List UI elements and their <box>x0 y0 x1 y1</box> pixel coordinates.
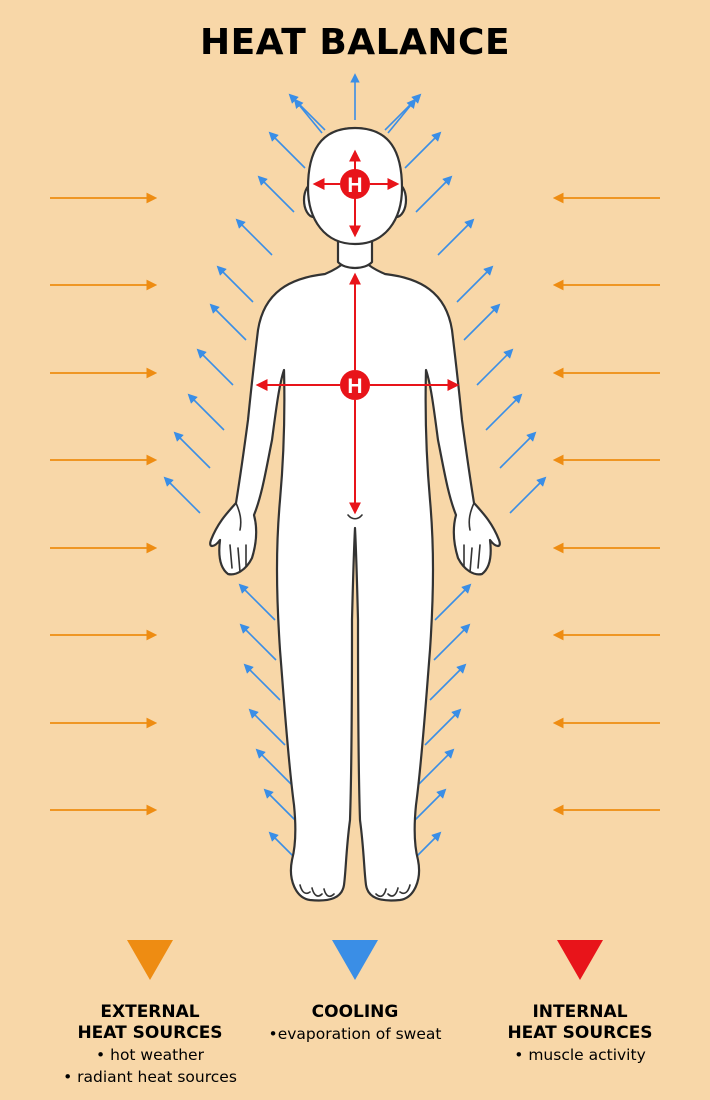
cooling-arrow-left-14 <box>257 750 292 785</box>
cooling-arrow-right-6 <box>477 350 512 385</box>
cooling-arrow-right-10 <box>435 585 470 620</box>
cooling-arrow-right-2 <box>416 177 451 212</box>
cooling-arrow-left-3 <box>237 220 272 255</box>
cooling-arrow-left-9 <box>165 478 200 513</box>
cooling-arrow-left-13 <box>250 710 285 745</box>
cooling-arrow-left-7 <box>189 395 224 430</box>
cooling-arrow-left-1 <box>270 133 305 168</box>
cooling-arrow-right-3 <box>438 220 473 255</box>
cooling-arrow-right-14 <box>418 750 453 785</box>
cooling-arrow-left-4 <box>218 267 253 302</box>
legend-cooling: COOLING •evaporation of sweat <box>265 940 445 1045</box>
legend-external: EXTERNAL HEAT SOURCES • hot weather • ra… <box>55 940 245 1088</box>
human-body <box>210 128 500 900</box>
cooling-arrow-right-4 <box>457 267 492 302</box>
legend-internal-item-1: • muscle activity <box>490 1044 670 1066</box>
cooling-arrow-right-1 <box>405 133 440 168</box>
torso-heat-core: H <box>340 370 370 400</box>
legend-internal-heading: INTERNAL HEAT SOURCES <box>490 1002 670 1044</box>
cooling-triangle-icon <box>332 940 378 980</box>
legend-cooling-item-1: •evaporation of sweat <box>265 1023 445 1045</box>
cooling-arrow-right-13 <box>425 710 460 745</box>
legend-external-item-1: • hot weather <box>55 1044 245 1066</box>
head-heat-core: H <box>340 169 370 199</box>
cooling-arrow-left-2 <box>259 177 294 212</box>
cooling-arrow-left-11 <box>241 625 276 660</box>
cooling-arrow-left-10 <box>240 585 275 620</box>
legend-external-item-2: • radiant heat sources <box>55 1066 245 1088</box>
legend-external-heading: EXTERNAL HEAT SOURCES <box>55 1002 245 1044</box>
head-core-label: H <box>347 174 362 197</box>
cooling-arrow-top-left <box>295 100 322 133</box>
cooling-arrow-right-12 <box>430 665 465 700</box>
cooling-arrow-left-12 <box>245 665 280 700</box>
cooling-arrow-right-9 <box>510 478 545 513</box>
cooling-arrow-top-right <box>388 100 415 133</box>
cooling-arrow-right-11 <box>434 625 469 660</box>
internal-triangle-icon <box>557 940 603 980</box>
cooling-arrow-left-8 <box>175 433 210 468</box>
legend-cooling-heading: COOLING <box>265 1002 445 1023</box>
external-triangle-icon <box>127 940 173 980</box>
legend-internal: INTERNAL HEAT SOURCES • muscle activity <box>490 940 670 1066</box>
torso-core-label: H <box>347 375 362 398</box>
cooling-arrow-left-5 <box>211 305 246 340</box>
cooling-arrow-right-5 <box>464 305 499 340</box>
cooling-arrow-right-7 <box>486 395 521 430</box>
cooling-arrow-left-6 <box>198 350 233 385</box>
cooling-arrow-right-8 <box>500 433 535 468</box>
